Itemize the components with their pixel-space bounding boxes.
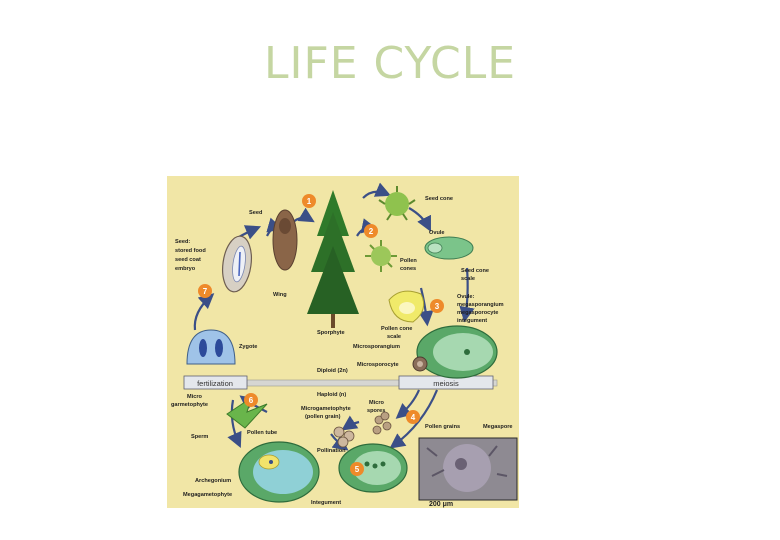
sperm-label: Sperm	[191, 434, 208, 440]
pollen-tube-label: Pollen tube	[247, 430, 277, 436]
step-3: 3	[435, 302, 440, 311]
micro-spores-label: Micro	[369, 400, 385, 406]
ovule-megasporangium-illustration	[416, 325, 498, 379]
step-1: 1	[307, 197, 312, 206]
microsporocyte-illustration	[412, 356, 428, 372]
integument-label: Integument	[311, 500, 341, 506]
pine-tree-sporophyte	[307, 190, 359, 328]
pollen-cones-label: Pollen	[400, 258, 417, 264]
pollen-grain-label: (pollen grain)	[305, 414, 341, 420]
pollen-cones-illustration	[365, 240, 397, 272]
seed-cone-label: Seed cone	[425, 196, 453, 202]
step-2: 2	[369, 227, 374, 236]
pollen-grain-illustration	[333, 426, 355, 448]
life-cycle-diagram: 1 2 3 4 5 6 7 fertilization meiosis Seed…	[167, 176, 519, 508]
meiosis-label: meiosis	[433, 379, 459, 388]
seed-cone-scale-label: Seed cone	[461, 268, 489, 274]
winged-seed-illustration	[272, 209, 298, 271]
megasporangium-label: megasporangium	[457, 302, 504, 308]
seed-cone-scale-label-2: scale	[461, 276, 475, 282]
fertilized-ovule-illustration	[238, 441, 320, 503]
pollen-cone-scale-illustration	[388, 290, 425, 323]
seed-label: Seed	[249, 210, 263, 216]
step-5: 5	[355, 465, 360, 474]
microsporangium-label: Microsporangium	[353, 344, 400, 350]
pollen-cone-scale-label-2: scale	[387, 334, 401, 340]
scale-bar-label: 200 μm	[429, 501, 453, 508]
haploid-label: Haploid (n)	[317, 392, 346, 398]
diploid-label: Diploid (2n)	[317, 368, 348, 374]
microgametophyte-label: Micro	[187, 394, 203, 400]
step-4: 4	[411, 413, 416, 422]
pollinated-ovule-illustration	[338, 443, 408, 493]
microgametophyte-label-2: garmetophyte	[171, 402, 208, 408]
microsporocyte-label: Microsporocyte	[357, 362, 399, 368]
seed-cone-illustration	[378, 186, 416, 221]
wing-label: Wing	[273, 292, 287, 298]
step-numbers: 1 2 3 4 5 6 7	[203, 197, 440, 474]
fertilization-label: fertilization	[197, 379, 233, 388]
pollination-label: Pollination	[317, 448, 346, 454]
pollen-cones-label-2: cones	[400, 266, 416, 272]
step-7: 7	[203, 287, 208, 296]
ovule-label: Ovule	[429, 230, 445, 236]
seed-illustration	[221, 235, 253, 293]
megagametophyte-label: Megagametophyte	[183, 492, 232, 498]
pollen-grains-label: Pollen grains	[425, 424, 460, 430]
microspores-illustration	[372, 411, 392, 435]
seed-coat-label: seed coat	[175, 257, 201, 263]
megasporocyte-label: megasporocyte	[457, 310, 498, 316]
cycle-arrows	[193, 182, 475, 451]
zygote-illustration	[186, 329, 236, 365]
megaspore-label: Megaspore	[483, 424, 513, 430]
step-6: 6	[249, 396, 254, 405]
seed-detail-label: Seed:	[175, 239, 190, 245]
embryo-label: embryo	[175, 266, 196, 272]
pollen-cone-scale-label: Pollen cone	[381, 326, 412, 332]
ovule-cone-scale-illustration	[424, 236, 474, 260]
micrograph-photo	[418, 437, 518, 501]
microgametophyte-pollen-label: Microgametophyte	[301, 406, 351, 412]
stored-food-label: stored food	[175, 248, 206, 254]
zygote-label: Zygote	[239, 344, 257, 350]
step-badges	[198, 194, 444, 476]
ovule-megasporangium-label: Ovule:	[457, 294, 475, 300]
integument-ovule-label: integument	[457, 318, 487, 324]
micro-spores-label-2: spores	[367, 408, 385, 414]
archegonium-label: Archegonium	[195, 478, 231, 484]
sporophyte-label: Sporphyte	[317, 330, 345, 336]
slide-title: LIFE CYCLE	[263, 38, 517, 89]
